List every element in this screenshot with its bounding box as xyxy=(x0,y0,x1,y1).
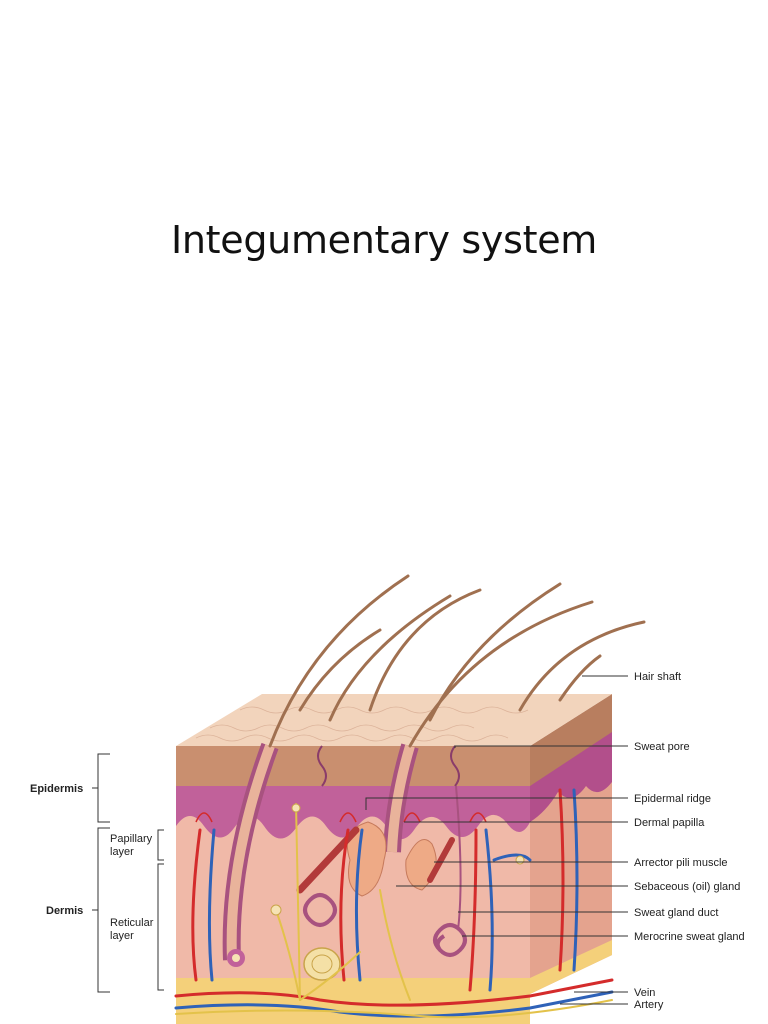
slide-title: Integumentary system xyxy=(170,218,597,262)
lamellar-corpuscle xyxy=(303,947,341,981)
fat-layer xyxy=(176,940,612,1024)
label-merocrine-sweat-gland: Merocrine sweat gland xyxy=(634,931,745,943)
label-reticular-2: layer xyxy=(110,930,134,942)
papillary-layer xyxy=(176,782,530,840)
epidermis-side xyxy=(530,694,612,786)
merocrine-sweat-gland xyxy=(433,785,467,957)
label-dermis: Dermis xyxy=(46,905,83,917)
dermis-front-face xyxy=(176,792,530,994)
label-epidermis: Epidermis xyxy=(30,783,83,795)
arrector-pili-muscle-2 xyxy=(427,837,455,883)
skin-cross-section-diagram: Epidermis Dermis Papillary layer Reticul… xyxy=(30,574,745,1024)
label-dermal-papilla: Dermal papilla xyxy=(634,817,705,829)
sweat-gland-2 xyxy=(303,893,337,927)
skin-surface xyxy=(176,694,612,746)
label-sweat-pore: Sweat pore xyxy=(634,741,690,753)
arteries xyxy=(174,788,614,1007)
hair-follicle-2 xyxy=(383,743,419,853)
hair-follicle-1 xyxy=(222,742,279,967)
label-reticular-1: Reticular xyxy=(110,917,154,929)
nerves xyxy=(175,803,613,1019)
label-vein: Vein xyxy=(634,987,655,999)
epidermis-front xyxy=(176,746,530,786)
left-brackets xyxy=(92,753,164,993)
label-sweat-gland-duct: Sweat gland duct xyxy=(634,907,718,919)
tactile-corpuscle xyxy=(291,803,301,813)
label-arrector-pili-muscle: Arrector pili muscle xyxy=(634,857,728,869)
label-artery: Artery xyxy=(634,999,664,1011)
label-papillary-1: Papillary xyxy=(110,833,153,845)
label-sebaceous-gland: Sebaceous (oil) gland xyxy=(634,881,740,893)
label-epidermal-ridge: Epidermal ridge xyxy=(634,793,711,805)
right-leader-lines xyxy=(365,675,628,1005)
sweat-pore-duct xyxy=(450,745,460,787)
hair-shafts xyxy=(268,574,646,748)
surface-texture xyxy=(195,706,529,742)
sweat-pore-duct-2 xyxy=(317,745,327,787)
label-papillary-2: layer xyxy=(110,846,134,858)
dermal-papillae xyxy=(195,812,487,823)
skin-block xyxy=(174,694,614,1024)
label-hair-shaft: Hair shaft xyxy=(634,671,681,683)
